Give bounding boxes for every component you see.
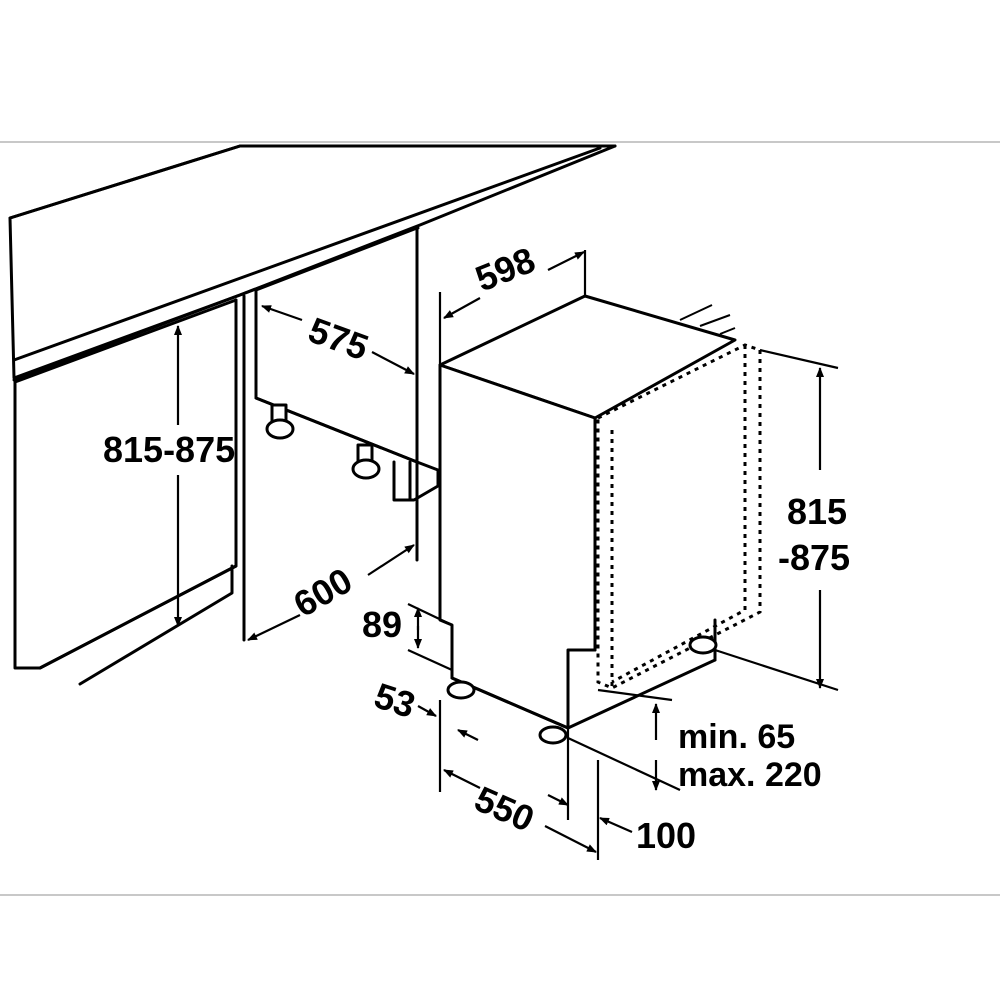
label-appliance-height-top: 815 <box>787 491 847 532</box>
dimension-door-offset <box>547 728 681 834</box>
dimension-appliance-height <box>714 348 839 692</box>
label-cabinet-height: 815-875 <box>103 429 235 470</box>
label-toe-height: 89 <box>362 604 402 645</box>
cabinet-foot <box>265 403 295 440</box>
countertop <box>8 144 617 382</box>
appliance-foot <box>446 680 476 700</box>
label-appliance-width: 598 <box>470 239 541 300</box>
dimension-niche-depth <box>261 304 415 375</box>
cabinet-foot <box>351 443 381 480</box>
appliance-foot <box>688 635 718 655</box>
dimension-toe-height <box>407 603 453 672</box>
left-cabinet <box>13 294 246 686</box>
label-door-offset: 100 <box>636 815 696 856</box>
label-foot-offset: 53 <box>370 675 421 726</box>
dimension-plinth <box>597 688 673 791</box>
dimension-appliance-depth <box>438 700 600 860</box>
label-plinth-max: max. 220 <box>678 756 822 794</box>
label-plinth-min: min. 65 <box>678 718 795 756</box>
label-appliance-height-bottom: -875 <box>778 537 850 578</box>
dimension-appliance-width <box>438 250 587 620</box>
appliance-foot <box>538 725 568 745</box>
dishwasher <box>438 294 762 745</box>
dimension-cabinet-depth <box>247 544 415 641</box>
middle-cabinet <box>254 226 440 562</box>
dimension-foot-offset <box>417 705 479 741</box>
